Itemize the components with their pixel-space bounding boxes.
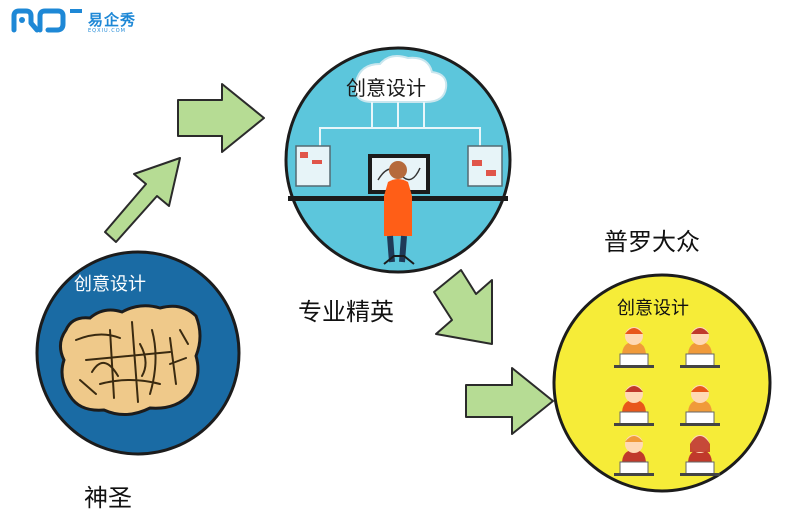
public-circle — [552, 273, 772, 493]
ancient-tablet-icon — [59, 304, 202, 416]
group-of-people-icon — [614, 327, 720, 476]
sacred-caption: 神圣 — [84, 484, 132, 512]
elite-caption: 专业精英 — [298, 298, 394, 326]
arrow-up-right — [104, 157, 181, 243]
logo-subtitle: EQXIU.COM — [88, 28, 126, 34]
sacred-circle-title: 创意设计 — [74, 274, 146, 295]
arrow-right-bottom — [465, 367, 554, 435]
public-caption: 普罗大众 — [604, 228, 700, 256]
public-circle-title: 创意设计 — [617, 298, 689, 319]
logo-icon — [11, 8, 82, 33]
arrow-right-top — [177, 83, 265, 153]
brand-logo: 易企秀 EQXIU.COM — [10, 6, 140, 38]
arrow-down-right — [433, 269, 493, 345]
elite-circle-title: 创意设计 — [346, 76, 426, 100]
designer-at-desk-icon — [288, 55, 508, 265]
logo-name: 易企秀 — [88, 11, 137, 29]
